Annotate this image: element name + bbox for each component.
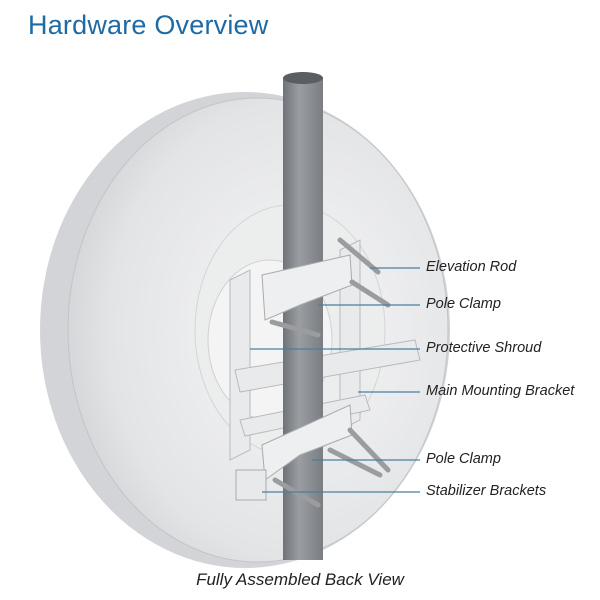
label-pole-clamp-lower: Pole Clamp — [426, 451, 501, 467]
label-stabilizer-brackets: Stabilizer Brackets — [426, 483, 547, 499]
rods — [269, 237, 391, 508]
pole-clamps — [235, 254, 353, 501]
label-elevation-rod: Elevation Rod — [426, 259, 517, 275]
pole — [283, 72, 323, 560]
label-main-mounting-bracket: Main Mounting Bracket — [426, 383, 575, 399]
caption: Fully Assembled Back View — [196, 570, 404, 589]
label-pole-clamp-upper: Pole Clamp — [426, 296, 501, 312]
leader-lines — [250, 267, 420, 493]
label-protective-shroud: Protective Shroud — [426, 340, 542, 356]
page-title: Hardware Overview — [28, 10, 269, 40]
